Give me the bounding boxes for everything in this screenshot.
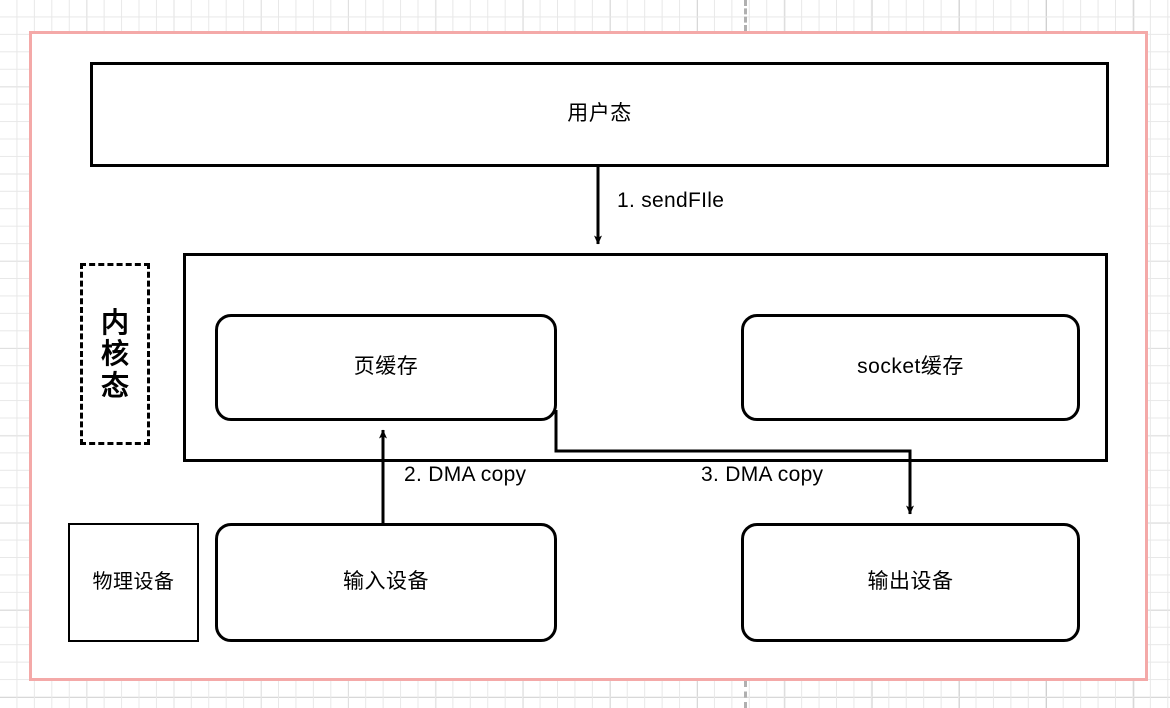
edge-label-dma-copy-3: 3. DMA copy: [701, 463, 824, 486]
output-device-box[interactable]: 输出设备: [741, 523, 1080, 642]
guide-line-top: [744, 0, 747, 31]
physical-device-box[interactable]: 物理设备: [68, 523, 199, 642]
page-cache-label: 页缓存: [353, 355, 419, 379]
input-device-box[interactable]: 输入设备: [215, 523, 557, 642]
socket-cache-box[interactable]: socket缓存: [741, 314, 1080, 421]
user-mode-box[interactable]: 用户态: [90, 62, 1109, 167]
guide-line-bottom: [744, 681, 747, 708]
edge-label-dma-copy-2: 2. DMA copy: [404, 463, 527, 486]
output-device-label: 输出设备: [867, 570, 954, 594]
kernel-mode-tag-label: 内核态: [101, 306, 130, 401]
user-mode-label: 用户态: [567, 102, 632, 126]
input-device-label: 输入设备: [343, 570, 429, 594]
kernel-mode-tag[interactable]: 内核态: [80, 263, 150, 445]
socket-cache-label: socket缓存: [857, 355, 964, 379]
physical-device-label: 物理设备: [92, 571, 175, 593]
edge-label-sendfile: 1. sendFIle: [617, 189, 725, 212]
page-cache-box[interactable]: 页缓存: [215, 314, 557, 421]
